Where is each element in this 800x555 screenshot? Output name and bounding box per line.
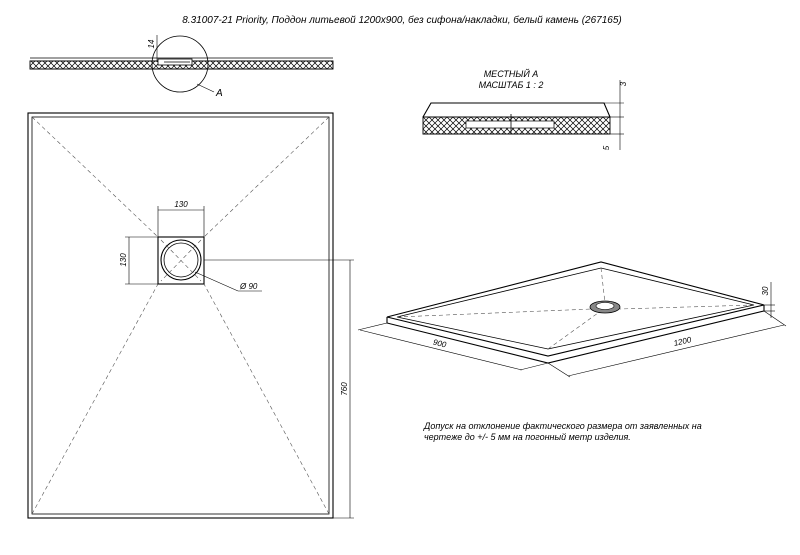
tolerance-note-line1: Допуск на отклонение фактического размер…: [423, 421, 702, 431]
detail-callout-label: A: [215, 88, 223, 99]
detail-circle: [151, 35, 209, 93]
drain-box-width-label: 130: [174, 200, 188, 209]
drain-box: [157, 236, 205, 285]
drawing-title: 8.31007-21 Priority, Поддон литьевой 120…: [182, 14, 622, 26]
tolerance-note-line2: чертеже до +/- 5 мм на погонный метр изд…: [424, 432, 631, 442]
drain-box-height-label: 130: [119, 253, 128, 267]
iso-height-label: 30: [761, 286, 770, 295]
isometric-view: 900 1200 30: [357, 261, 787, 378]
section-thickness-label: 14: [147, 39, 156, 48]
drain-outer-ring: [160, 239, 202, 281]
drain-diameter-label: Ø 90: [239, 282, 258, 291]
detail-title-line1: МЕСТНЫЙ А: [484, 68, 539, 79]
detail-a: МЕСТНЫЙ А МАСШТАБ 1 : 2 3 5: [422, 68, 628, 150]
plan-view: 130 130 Ø 90 760: [27, 112, 354, 519]
iso-width-label: 900: [432, 338, 448, 350]
iso-length-label: 1200: [673, 335, 693, 348]
detail-dim-bottom: 5: [602, 145, 611, 150]
side-length-label: 760: [340, 382, 349, 396]
cross-section: 14 A: [29, 35, 334, 99]
detail-dim-top: 3: [619, 81, 628, 86]
detail-title-line2: МАСШТАБ 1 : 2: [479, 80, 544, 90]
